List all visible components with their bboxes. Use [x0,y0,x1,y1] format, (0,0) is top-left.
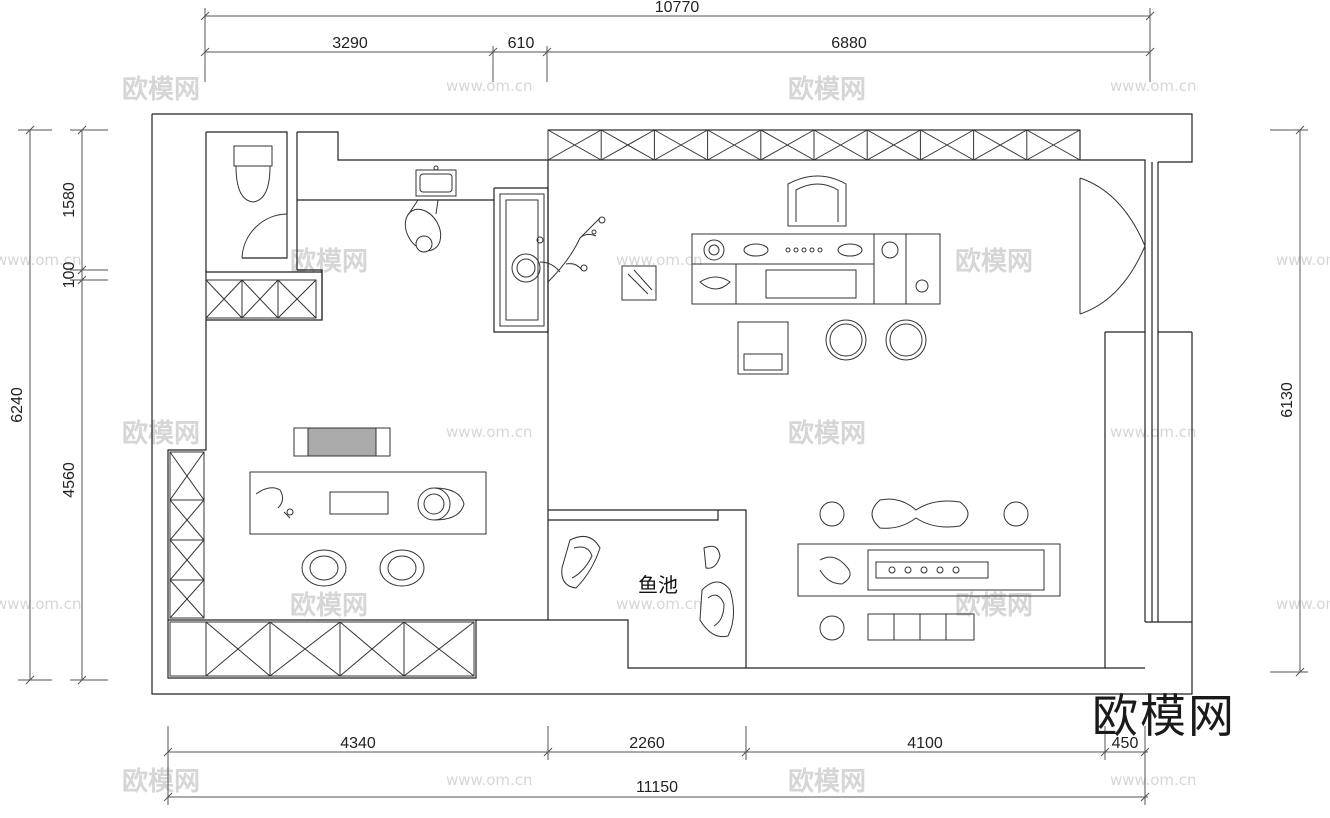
watermark-text: 欧模网 [955,246,1033,277]
watermark-url: www.om.cn [616,251,703,269]
watermark-url: www.om.cn [1110,423,1197,441]
dim-top-segment-1: 3290 [332,35,368,52]
cabinets [169,129,1081,677]
dim-top-total: 10770 [655,0,700,16]
toilet [233,145,288,259]
dim-bottom-segment-3: 4100 [907,735,943,752]
watermark-text: 欧模网 [788,766,866,797]
watermark-url: www.om.cn [446,771,533,789]
watermark-text: 欧模网 [788,418,866,449]
dimension-lines [18,8,1308,805]
entrance-door [1079,177,1146,315]
watermark-text: 欧模网 [122,766,200,797]
dim-left-segment-3: 4560 [61,462,78,498]
dimension-labels: 10770 3290 610 6880 4340 2260 4100 450 1… [9,0,1296,796]
dim-top-segment-3: 6880 [831,35,867,52]
watermark-url: www.om.cn [446,423,533,441]
plant-icon [536,216,606,283]
watermark-text: 欧模网 [122,418,200,449]
watermark-text: 欧模网 [290,590,368,621]
sink [415,165,457,197]
dim-right-total: 6130 [1279,382,1296,418]
watermark-url: www.om.cn [0,595,82,613]
watermark-text: 欧模网 [788,74,866,105]
dim-left-total: 6240 [9,387,26,423]
watermark-url: www.om.cn [1110,77,1197,95]
watermark-url: www.om.cn [0,251,82,269]
tray-icon [621,265,657,301]
watermark-url: www.om.cn [446,77,533,95]
dim-bottom-segment-2: 2260 [629,735,665,752]
watermark-url: www.om.cn [1276,595,1330,613]
tea-table-left [249,427,487,587]
watermarks: 欧模网 www.om.cn 欧模网 www.om.cn 欧模网 www.om.c… [0,74,1330,797]
fish-pond-rocks [561,535,734,638]
dim-bottom-segment-4: 450 [1112,735,1139,752]
tea-table-top [691,175,941,375]
site-logo: 欧模网 [1092,689,1236,743]
person-figure [404,199,442,253]
display-cabinet [499,193,545,327]
dim-bottom-total: 11150 [636,779,678,796]
watermark-url: www.om.cn [1276,251,1330,269]
watermark-text: 欧模网 [122,74,200,105]
fish-pond-label: 鱼池 [638,573,678,597]
dim-left-segment-2: 100 [61,262,78,289]
dim-bottom-segment-1: 4340 [340,735,376,752]
watermark-text: 欧模网 [955,590,1033,621]
tea-table-bottom [797,498,1061,641]
dim-left-segment-1: 1580 [61,182,78,218]
watermark-url: www.om.cn [616,595,703,613]
dim-top-segment-2: 610 [508,35,535,52]
watermark-url: www.om.cn [1110,771,1197,789]
